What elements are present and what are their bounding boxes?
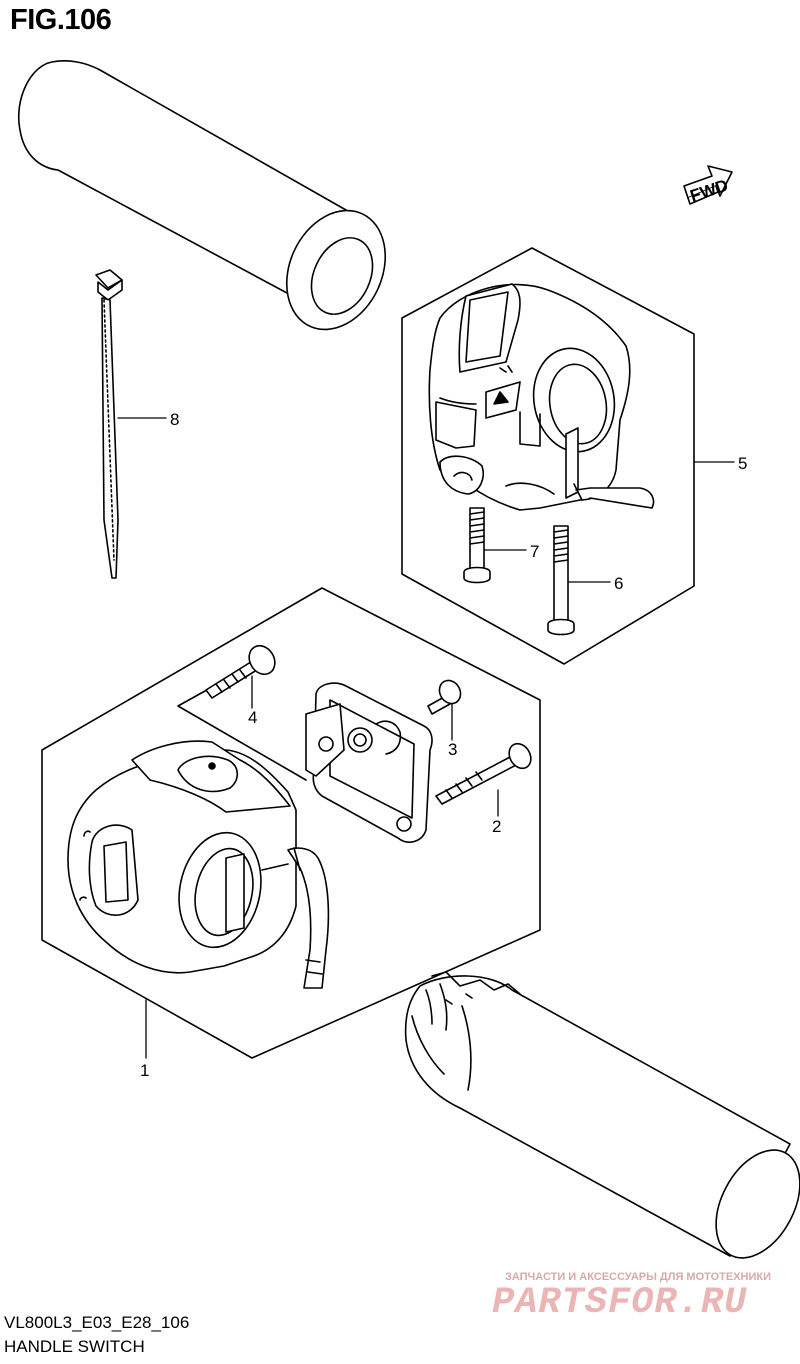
watermark-tagline: ЗАПЧАСТИ И АКСЕССУАРЫ ДЛЯ МОТОТЕХНИКИ <box>504 1271 772 1283</box>
leader-lines <box>117 417 735 1059</box>
switch-bracket <box>305 682 433 843</box>
screw-7 <box>463 507 491 584</box>
cable-tie <box>95 269 123 579</box>
throttle-grip <box>404 971 800 1259</box>
watermark-logo: PARTSFOR.RU <box>492 1282 748 1324</box>
callout-4: 4 <box>248 708 257 727</box>
fwd-arrow-badge <box>683 165 733 205</box>
screw-6 <box>547 525 575 636</box>
left-grip <box>18 60 387 331</box>
callout-5: 5 <box>738 454 747 473</box>
fwd-label: FWD <box>688 176 731 206</box>
left-switch-cable <box>287 847 330 989</box>
callout-8: 8 <box>170 410 179 429</box>
screw-3 <box>427 679 462 715</box>
figure-code: VL800L3_E03_E28_106 <box>4 1313 190 1332</box>
callout-1: 1 <box>140 1061 149 1080</box>
screw-2 <box>435 742 532 805</box>
callout-7: 7 <box>530 542 539 561</box>
figure-title: FIG.106 <box>10 4 112 36</box>
right-switch-box <box>401 247 695 665</box>
right-switch-housing <box>428 283 655 511</box>
callout-6: 6 <box>614 574 623 593</box>
left-switch-housing <box>67 740 297 974</box>
screw-4 <box>205 644 276 699</box>
callout-2: 2 <box>492 817 501 836</box>
figure-name: HANDLE SWITCH <box>4 1337 145 1356</box>
callout-3: 3 <box>448 740 457 759</box>
